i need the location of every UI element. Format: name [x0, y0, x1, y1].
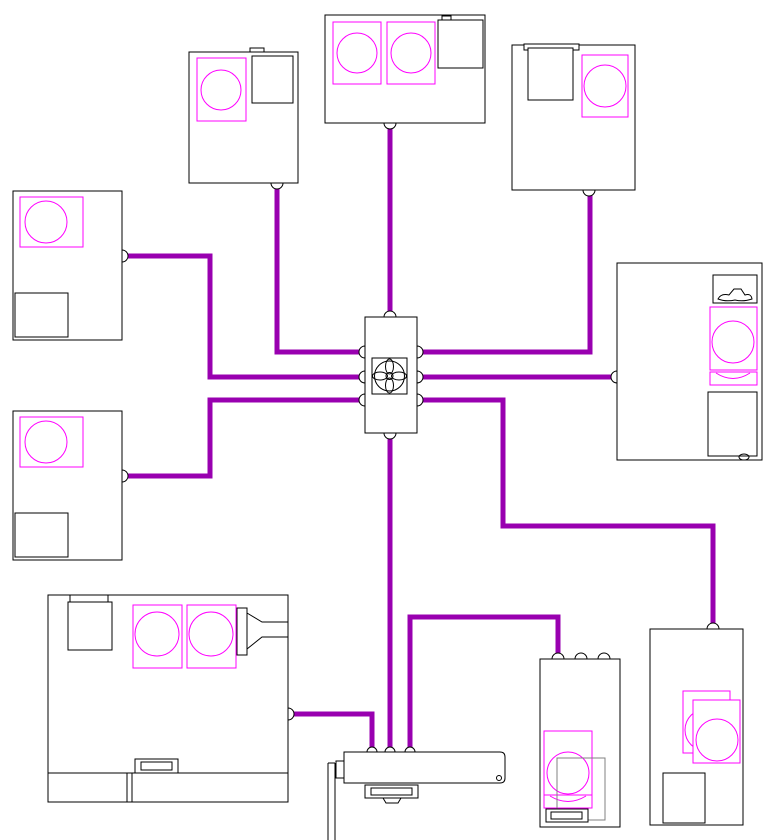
central-hub-port-left-2	[358, 370, 366, 384]
right-appliance-deck-panel	[712, 274, 758, 304]
tower-device-port-2	[574, 652, 588, 660]
top-left-appliance-drum-frame	[196, 57, 247, 122]
top-right-appliance-drum-frame	[581, 54, 629, 118]
bottom-left-board-capacitor-1	[134, 611, 180, 657]
left-appliance-1-port	[121, 249, 129, 263]
right-appliance-port	[610, 370, 618, 384]
top-right-appliance-port	[582, 189, 596, 197]
top-right-appliance[interactable]	[511, 43, 636, 197]
right-appliance[interactable]	[610, 262, 763, 461]
top-right-appliance-drum	[583, 64, 627, 108]
tower-device-drawer-arc	[549, 795, 587, 802]
right-appliance-deck-detail	[717, 288, 753, 302]
bottom-left-board-port	[287, 707, 295, 721]
power-strip-bracket-tab	[382, 797, 402, 804]
bottom-left-board-chip	[67, 601, 113, 651]
tower-device-port-1	[551, 652, 565, 660]
power-strip-indicator	[496, 775, 502, 781]
top-center-appliance-drum-left	[336, 32, 378, 74]
top-center-appliance-port	[383, 122, 397, 130]
bottom-left-board-capacitor-frame-2	[186, 604, 237, 669]
power-strip[interactable]	[327, 746, 506, 840]
top-left-appliance-port	[270, 182, 284, 190]
bottom-right-tower-drum-front	[695, 718, 739, 762]
tower-device[interactable]	[539, 652, 621, 828]
left-appliance-1-drum-frame	[19, 196, 84, 248]
central-hub-fan-blade-right	[391, 371, 407, 381]
left-appliance-2[interactable]	[12, 410, 129, 561]
top-center-appliance-drum-right	[390, 32, 432, 74]
bottom-left-board-bracket-slot	[140, 761, 173, 771]
tower-device-bracket-slot	[550, 811, 583, 820]
central-hub-fan-blade-up	[385, 358, 394, 375]
top-left-appliance[interactable]	[188, 47, 299, 190]
right-appliance-drum-frame	[709, 306, 758, 371]
wire-left2-hub[interactable]	[122, 397, 365, 479]
central-hub-port-bottom	[383, 432, 397, 440]
wire-topleft-hub[interactable]	[274, 183, 365, 355]
central-hub-port-right-1	[416, 345, 424, 359]
tower-device-body	[539, 658, 621, 828]
central-hub-port-right-2	[416, 370, 424, 384]
top-left-appliance-panel	[251, 55, 294, 104]
wire-hub-bottomright[interactable]	[417, 397, 716, 629]
central-hub-fan-blade-left	[372, 371, 388, 381]
top-right-appliance-panel	[527, 47, 574, 101]
central-hub-port-right-3	[416, 393, 424, 407]
wire-board-strip[interactable]	[288, 711, 375, 752]
top-center-appliance-drum-frame-right	[386, 21, 436, 85]
right-appliance-drawer	[709, 371, 758, 386]
wire-tower-strip[interactable]	[407, 614, 561, 752]
bottom-right-tower-port	[706, 622, 720, 630]
left-appliance-1[interactable]	[12, 190, 129, 341]
tower-device-drawer	[543, 794, 593, 809]
central-hub-fan-blade-down	[385, 377, 394, 394]
power-strip-outlet-2	[384, 746, 396, 753]
power-strip-bracket	[364, 784, 419, 799]
right-appliance-cabinet	[707, 391, 758, 457]
bottom-left-board-capacitor-frame-1	[132, 604, 183, 669]
right-appliance-drawer-arc	[715, 372, 751, 379]
right-appliance-drum	[711, 320, 755, 364]
central-hub-fan-hub	[385, 372, 394, 380]
power-strip-bracket-slot	[370, 787, 413, 796]
wire-topright-hub[interactable]	[417, 190, 593, 355]
power-strip-outlet-1	[366, 746, 378, 753]
top-center-appliance[interactable]	[324, 14, 486, 130]
bottom-left-board-capacitor-2	[188, 611, 234, 657]
central-hub[interactable]	[358, 310, 424, 440]
left-appliance-1-drum	[24, 200, 68, 244]
power-strip-strip-body	[343, 751, 506, 784]
central-hub-fan-icon	[374, 360, 405, 392]
tower-device-port-3	[597, 652, 611, 660]
power-strip-outlet-3	[404, 746, 416, 753]
bottom-right-tower-drum-frame-front	[692, 699, 741, 764]
bottom-left-board[interactable]	[47, 594, 295, 803]
central-hub-port-left-1	[358, 345, 366, 359]
wire-left1-hub[interactable]	[122, 253, 365, 380]
top-center-appliance-drum-frame-left	[332, 21, 382, 85]
bottom-left-board-chip-tab	[69, 594, 109, 603]
top-left-appliance-drum	[200, 69, 242, 111]
right-appliance-caster	[738, 453, 750, 461]
devices-layer	[12, 14, 763, 840]
bottom-left-board-connector-bracket	[236, 607, 248, 656]
top-center-appliance-panel	[437, 19, 484, 69]
bottom-right-tower-door	[662, 772, 706, 824]
left-appliance-1-door	[14, 292, 69, 338]
central-hub-port-left-3	[358, 393, 366, 407]
left-appliance-2-door	[14, 512, 69, 558]
bottom-left-board-connector-funnel	[246, 612, 289, 651]
tower-device-drum	[546, 751, 590, 795]
bottom-right-tower[interactable]	[649, 622, 744, 826]
left-appliance-2-port	[121, 469, 129, 483]
central-hub-port-top	[383, 310, 397, 318]
left-appliance-2-drum-frame	[19, 416, 84, 468]
top-left-appliance-top-tab	[249, 47, 265, 53]
wires-layer	[122, 123, 716, 752]
left-appliance-2-drum	[24, 420, 68, 464]
